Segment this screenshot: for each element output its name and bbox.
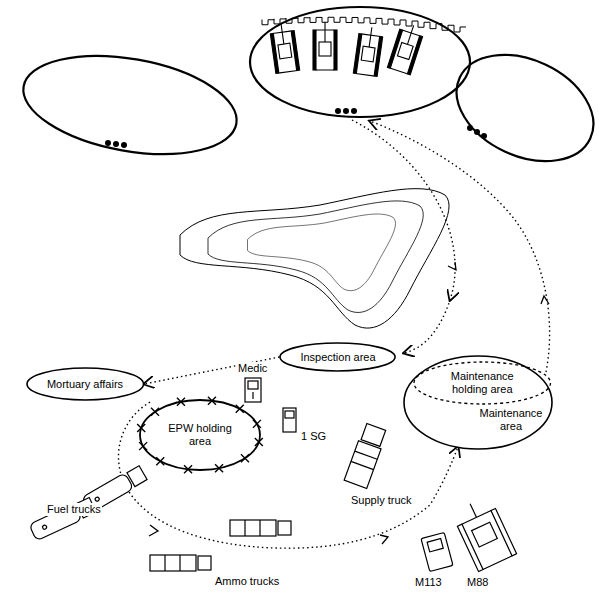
vehicle-label: Medic xyxy=(237,362,268,375)
trench-line xyxy=(262,17,466,32)
vehicle-label: Supply truck xyxy=(350,494,413,507)
area-ellipse: Maintenance holding area xyxy=(413,361,552,405)
vehicle-label: M113 xyxy=(414,576,443,589)
medic-vehicle xyxy=(245,378,261,402)
ammo-truck xyxy=(230,520,291,536)
area-label: EPW holding area xyxy=(164,422,236,448)
route-connector xyxy=(144,357,279,384)
area-label: Inspection area xyxy=(300,351,375,364)
area-ellipse: Mortuary affairs xyxy=(26,367,145,401)
vehicle-label: M88 xyxy=(466,576,489,589)
ammo-truck xyxy=(150,555,211,571)
holding-area-circle: EPW holding area xyxy=(139,399,261,471)
m88 xyxy=(451,495,517,572)
platoon-position xyxy=(250,7,470,117)
m113 xyxy=(421,532,453,571)
area-label: Mortuary affairs xyxy=(47,378,123,391)
platoon-position xyxy=(439,34,599,182)
area-outline xyxy=(403,355,553,450)
platoon-position xyxy=(16,41,245,169)
route xyxy=(118,120,549,548)
hill-contours xyxy=(180,189,449,328)
supply-truck xyxy=(344,423,387,489)
first-sergeant-vehicle xyxy=(283,408,296,432)
area-ellipse: Inspection area xyxy=(279,342,396,372)
dots xyxy=(105,108,487,148)
vehicle-label: 1 SG xyxy=(300,430,327,443)
vehicle-label: Fuel trucks xyxy=(46,503,102,516)
vehicle-label: Ammo trucks xyxy=(214,575,280,588)
area-label: Maintenance holding area xyxy=(437,370,527,396)
area-label: Maintenance area xyxy=(475,407,547,433)
tanks xyxy=(269,22,425,77)
area-ellipse: Maintenance area Maintenance holding area xyxy=(403,355,553,450)
